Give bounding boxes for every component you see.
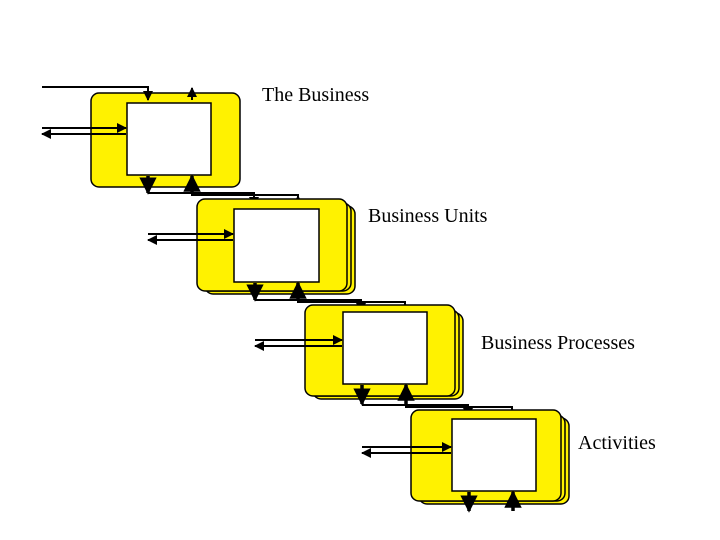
level-inner-box bbox=[342, 311, 428, 385]
level-label: Business Units bbox=[368, 205, 488, 227]
top-in-wire bbox=[42, 86, 153, 101]
level-inner-box bbox=[233, 208, 320, 283]
level-business-processes: Business Processes bbox=[254, 304, 635, 406]
level-activities: Activities bbox=[361, 409, 656, 513]
level-business-units: Business Units bbox=[147, 198, 488, 302]
level-inner-box bbox=[451, 418, 537, 492]
level-label: The Business bbox=[262, 84, 369, 106]
level-label: Activities bbox=[578, 432, 656, 454]
level-the-business: The Business bbox=[41, 84, 369, 195]
level-inner-box bbox=[126, 102, 212, 176]
level-label: Business Processes bbox=[481, 332, 635, 354]
